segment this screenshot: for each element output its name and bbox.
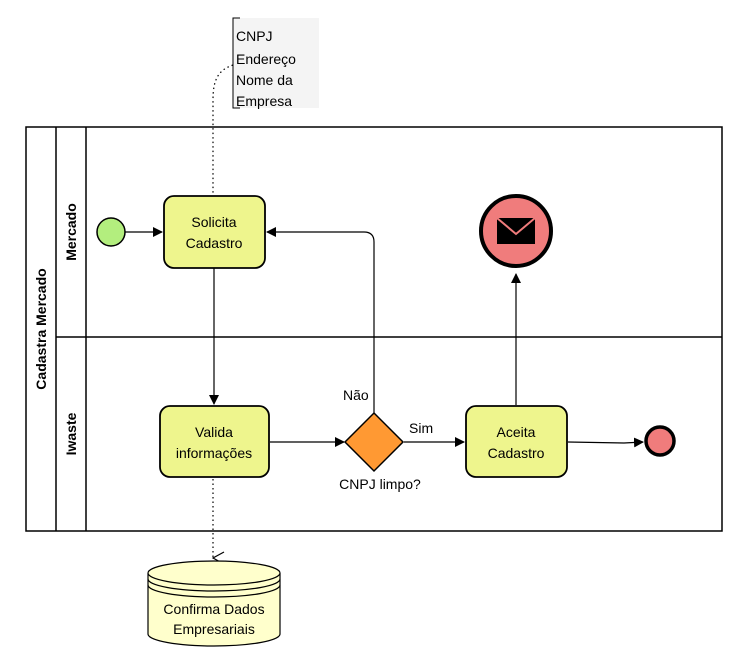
annotation-line: Endereço [236,51,296,67]
gateway-label: CNPJ limpo? [339,476,421,492]
gateway-no-label: Não [343,387,369,403]
annotation-line: Nome da [236,72,293,88]
message-event[interactable] [479,194,553,268]
annotation-line: CNPJ [236,28,273,44]
pool-title: Cadastra Mercado [33,268,49,389]
task-label: Solicita [191,214,236,230]
datastore-label: Empresariais [173,621,255,637]
task-label: informações [176,445,252,461]
datastore-confirma-dados[interactable]: Confirma Dados Empresariais [147,560,281,647]
task-solicita-cadastro[interactable]: Solicita Cadastro [163,195,266,269]
start-event-icon[interactable] [96,217,126,247]
annotation: CNPJ Endereço Nome da Empresa [232,17,319,109]
task-aceita-cadastro[interactable]: Aceita Cadastro [465,405,568,478]
flow-gateway-to-solicita [266,227,375,413]
annotation-association [212,64,234,195]
task-label: Aceita [497,424,536,440]
task-label: Cadastro [488,445,545,461]
gateway-yes-label: Sim [409,420,433,436]
task-valida-informacoes[interactable]: Valida informações [159,405,270,478]
end-event-icon[interactable] [644,425,676,457]
lane-label-mercado: Mercado [63,203,79,261]
annotation-line: Empresa [236,93,292,109]
task-label: Valida [195,424,233,440]
gateway-cnpj-limpo[interactable] [343,411,405,473]
envelope-icon [496,217,536,244]
task-label: Cadastro [186,235,243,251]
flow-aceita-to-end [567,437,644,448]
lane-label-iwaste: Iwaste [63,412,79,455]
datastore-label: Confirma Dados [163,601,264,617]
